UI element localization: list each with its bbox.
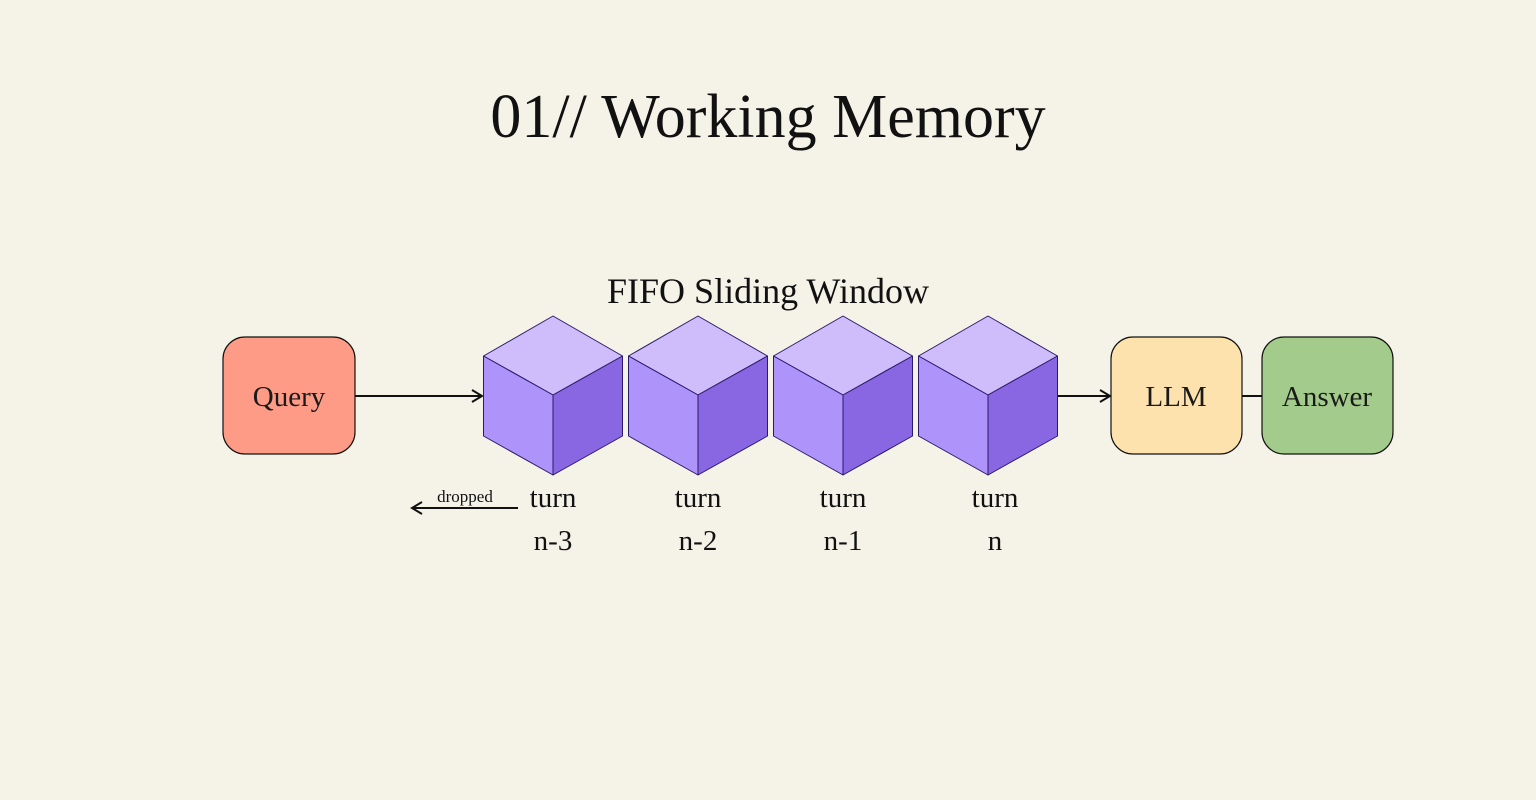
turn-label-line1: turn: [972, 482, 1019, 514]
turn-cube: [918, 315, 1058, 476]
turn-label-line2: n-3: [534, 525, 573, 557]
query-node: Query: [222, 336, 356, 455]
llm-node: LLM: [1110, 336, 1243, 455]
turn-cube: [483, 315, 623, 476]
turn-label-line1: turn: [530, 482, 577, 514]
answer-label: Answer: [1282, 381, 1373, 413]
llm-label: LLM: [1145, 381, 1206, 413]
page-title: 01// Working Memory: [490, 83, 1045, 151]
turn-label-line2: n-1: [824, 525, 863, 557]
cube-right-face: [842, 355, 913, 476]
cube-right-face: [697, 355, 768, 476]
turn-cube: [628, 315, 768, 476]
query-label: Query: [253, 381, 326, 413]
turn-label-line2: n-2: [679, 525, 718, 557]
cube-right-face: [552, 355, 623, 476]
dropped-indicator: dropped: [410, 487, 518, 515]
turn-labels: turn n-3 turn n-2 turn n-1 turn n: [530, 482, 1019, 557]
turn-label-line1: turn: [675, 482, 722, 514]
dropped-label: dropped: [437, 487, 493, 506]
cube-right-face: [987, 355, 1058, 476]
turn-label-line1: turn: [820, 482, 867, 514]
window-subtitle: FIFO Sliding Window: [607, 271, 929, 311]
turn-cube: [773, 315, 913, 476]
turn-label-line2: n: [988, 525, 1003, 557]
sliding-window-cubes: [483, 315, 1058, 476]
answer-box: [1261, 336, 1394, 455]
answer-node: Answer: [1261, 336, 1394, 455]
